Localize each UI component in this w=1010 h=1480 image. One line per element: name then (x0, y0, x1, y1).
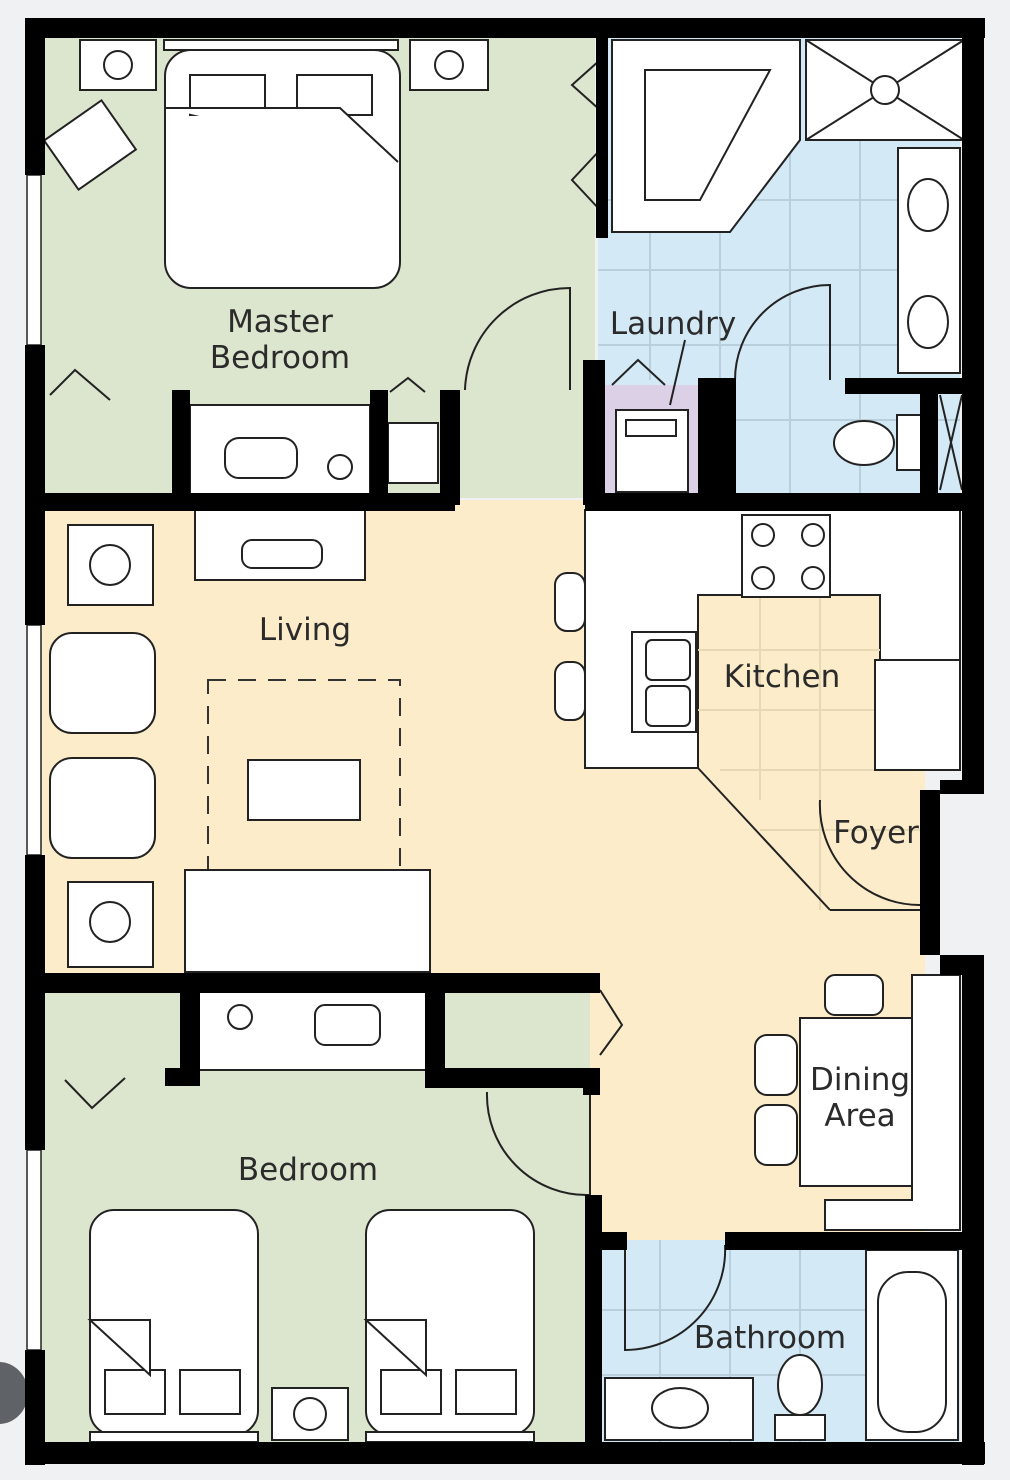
kitchen-floor-edge (697, 767, 831, 911)
kitchen-sink-icon (631, 631, 697, 733)
room-label-bathroom: Bathroom (694, 1320, 846, 1356)
nightstand-lamp-icon (271, 1387, 349, 1441)
kitchen-tiles (698, 595, 920, 910)
dining-table-icon (754, 974, 961, 1231)
armchair-icon (49, 757, 156, 859)
room-label-living: Living (259, 612, 351, 648)
nightstand-lamp-icon (409, 39, 489, 91)
bedroom-dresser-icon (197, 989, 427, 1071)
room-label-dining-area: Dining (810, 1062, 910, 1098)
armchair-icon (42, 98, 138, 192)
end-table-lamp-icon (67, 524, 154, 606)
closet-shelf-icon (387, 422, 439, 484)
bathtub-icon (865, 1249, 959, 1441)
double-vanity-icon (897, 147, 961, 374)
walls (25, 18, 985, 1465)
nightstand-lamp-icon (79, 39, 157, 91)
corner-tub-basin (644, 69, 772, 201)
linen-closet-icon (939, 394, 963, 491)
shower-icon (805, 39, 965, 141)
corner-tub-icon (611, 39, 801, 233)
armchair-icon (49, 632, 156, 734)
room-label-foyer: Foyer (833, 815, 919, 851)
laundry-leader-line (669, 339, 686, 406)
sofa-icon (184, 869, 431, 973)
refrigerator-icon (874, 659, 961, 771)
coffee-table-icon (247, 759, 361, 821)
dresser-tv-icon (189, 404, 371, 496)
room-label-master-bedroom: Bedroom (210, 340, 350, 376)
twin-bed-icon (363, 1209, 535, 1443)
door-swing (49, 59, 921, 1352)
toilet-icon (833, 414, 924, 471)
vanity-sink-icon (604, 1377, 754, 1441)
room-label-laundry: Laundry (610, 306, 736, 342)
toilet-icon (774, 1354, 826, 1441)
room-label-master-bedroom: Master (227, 304, 333, 340)
washer-dryer-icon (615, 409, 689, 493)
bar-stools-icon (554, 572, 586, 721)
twin-bed-icon (87, 1209, 259, 1443)
master-bed-icon (163, 39, 401, 289)
stove-icon (741, 514, 831, 598)
room-label-bedroom: Bedroom (238, 1152, 378, 1188)
end-table-lamp-icon (67, 881, 154, 968)
area-rug-icon (207, 679, 401, 871)
tv-console-icon (194, 504, 366, 581)
room-label-dining-area: Area (824, 1098, 895, 1134)
room-label-kitchen: Kitchen (724, 659, 841, 695)
